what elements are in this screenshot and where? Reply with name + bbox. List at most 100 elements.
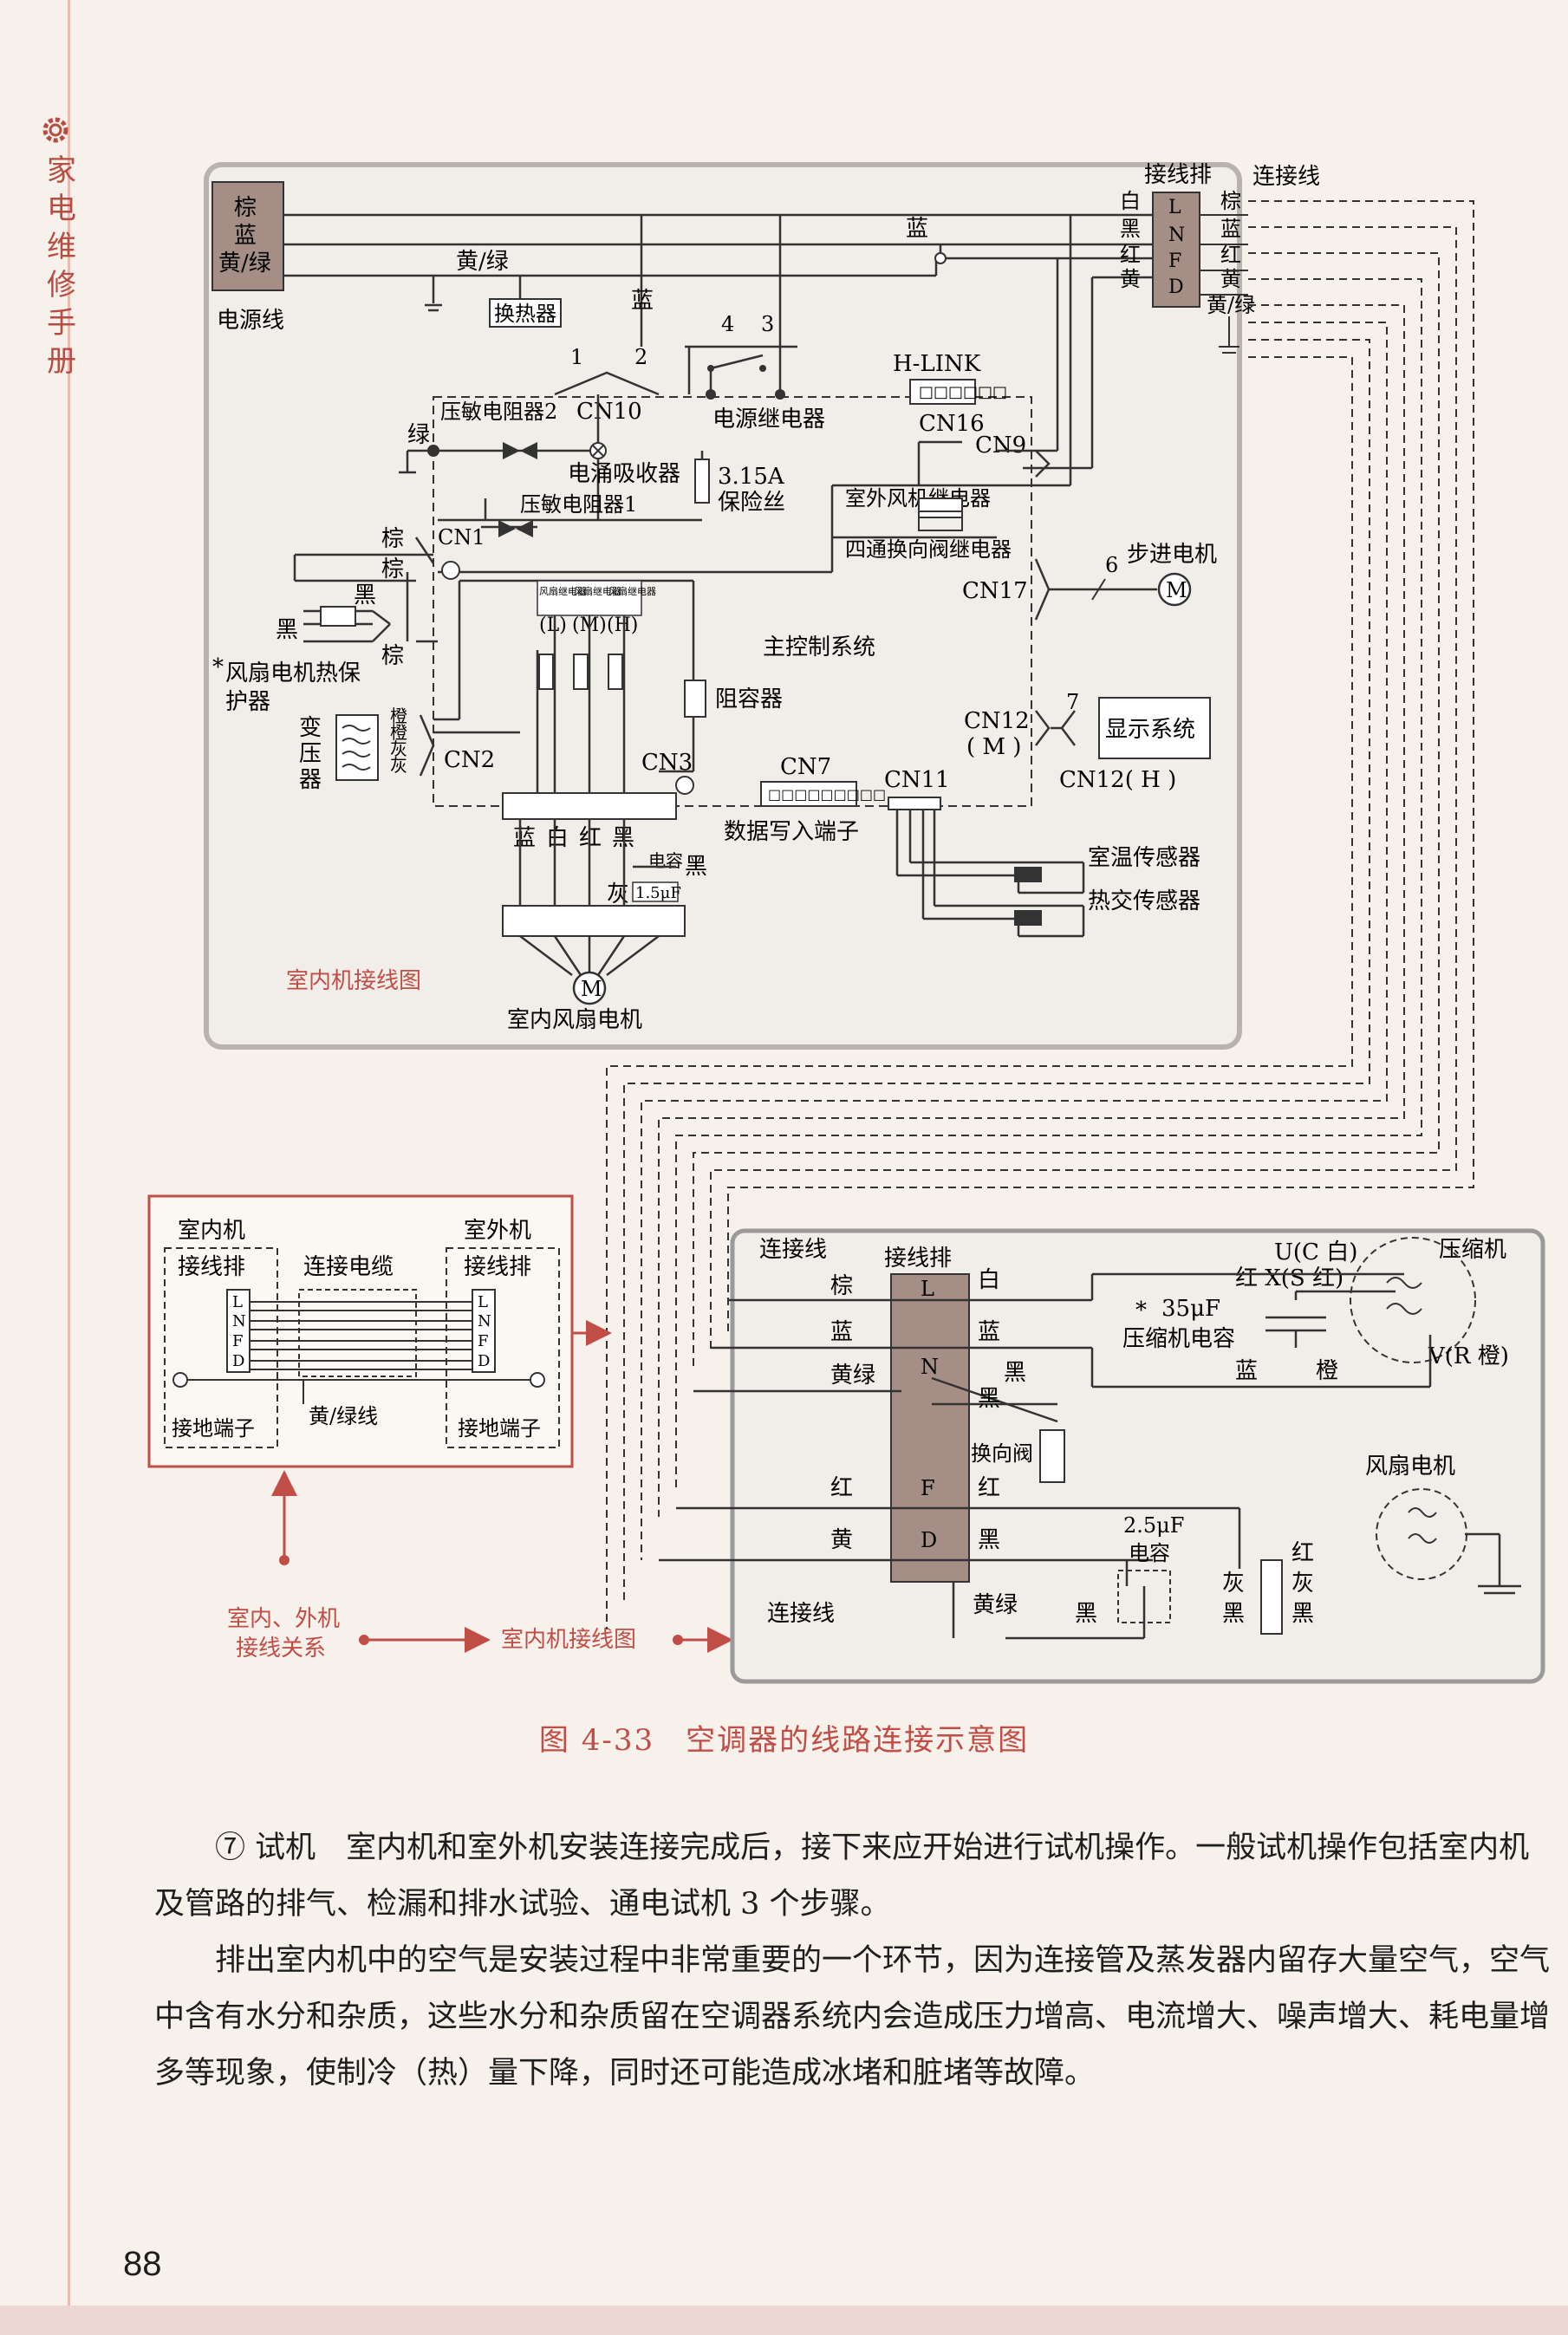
svg-text:CN3: CN3 — [641, 750, 693, 776]
svg-text:CN1: CN1 — [438, 525, 485, 550]
svg-text:D: D — [1168, 276, 1184, 298]
svg-text:N: N — [478, 1312, 491, 1330]
svg-text:F: F — [232, 1332, 244, 1350]
svg-text:电容: 电容 — [1129, 1541, 1170, 1565]
svg-text:黑: 黑 — [1075, 1601, 1097, 1627]
svg-text:黑: 黑 — [1120, 217, 1141, 241]
svg-text:黄绿: 黄绿 — [830, 1363, 875, 1389]
svg-text:接地端子: 接地端子 — [172, 1416, 255, 1441]
svg-text:白: 白 — [546, 825, 569, 851]
svg-text:黄/绿: 黄/绿 — [218, 250, 271, 276]
svg-text:35μF: 35μF — [1161, 1296, 1220, 1322]
svg-text:N: N — [1168, 224, 1185, 246]
svg-text:连接线: 连接线 — [1252, 164, 1320, 190]
svg-text:CN16: CN16 — [919, 411, 985, 437]
reversing-valve-coil — [1039, 1429, 1065, 1483]
svg-text:显示系统: 显示系统 — [1105, 717, 1195, 743]
svg-text:黑: 黑 — [1004, 1360, 1026, 1386]
svg-text:黄: 黄 — [1120, 267, 1141, 291]
svg-text:换向阀: 换向阀 — [971, 1441, 1033, 1466]
power-line-label: 电源线 — [217, 308, 284, 334]
svg-text:器: 器 — [299, 767, 322, 793]
svg-text:四通换向阀继电器: 四通换向阀继电器 — [845, 537, 1012, 562]
svg-text:蓝: 蓝 — [513, 825, 536, 851]
svg-text:灰: 灰 — [390, 738, 407, 759]
fan-connector-bottom — [502, 905, 686, 937]
svg-text:室内机接线图: 室内机接线图 — [501, 1627, 636, 1653]
svg-text:室温传感器: 室温传感器 — [1088, 845, 1200, 871]
svg-text:CN9: CN9 — [975, 433, 1026, 459]
svg-text:黄/绿: 黄/绿 — [456, 249, 509, 275]
svg-text:蓝: 蓝 — [1220, 217, 1241, 241]
svg-text:黄绿: 黄绿 — [973, 1592, 1018, 1618]
svg-text:棕: 棕 — [381, 526, 404, 552]
svg-text:3: 3 — [761, 312, 774, 336]
main-control-board — [433, 396, 1032, 807]
svg-text:灰: 灰 — [1222, 1571, 1245, 1597]
paragraph-1: ⑦ 试机 室内机和室外机安装连接完成后，接下来应开始进行试机操作。一般试机操作包… — [154, 1831, 1530, 1922]
heat-exchanger — [489, 298, 562, 328]
svg-text:护器: 护器 — [225, 689, 270, 715]
svg-text:接线排: 接线排 — [884, 1246, 952, 1272]
svg-text:室内机: 室内机 — [178, 1218, 245, 1244]
wiring-diagram: 室内机接线图 棕 蓝 黄/绿 电源线 黄/绿 换热器 — [147, 162, 1545, 1684]
svg-text:黑: 黑 — [978, 1386, 1000, 1412]
svg-text:红 X(S 红): 红 X(S 红) — [1235, 1265, 1344, 1291]
svg-text:H-LINK: H-LINK — [893, 351, 981, 377]
svg-text:变: 变 — [299, 715, 322, 741]
svg-text:CN12( H ): CN12( H ) — [1059, 767, 1176, 793]
svg-text:白: 白 — [978, 1267, 1000, 1293]
svg-text:接线排: 接线排 — [464, 1254, 531, 1280]
svg-text:接线关系: 接线关系 — [236, 1636, 326, 1662]
svg-text:L: L — [1168, 197, 1181, 218]
room-temp-sensor — [1014, 867, 1042, 882]
svg-text:换热器: 换热器 — [494, 302, 556, 326]
svg-text:主控制系统: 主控制系统 — [763, 634, 875, 660]
svg-text:电容: 电容 — [648, 850, 683, 871]
svg-text:白: 白 — [1120, 189, 1141, 213]
svg-text:L: L — [232, 1293, 243, 1311]
svg-text:电源继电器: 电源继电器 — [712, 407, 825, 433]
svg-text:橙: 橙 — [390, 706, 407, 726]
svg-text:6: 6 — [1105, 553, 1118, 577]
svg-text:CN2: CN2 — [444, 747, 495, 773]
svg-text:灰: 灰 — [1291, 1571, 1314, 1597]
svg-text:CN10: CN10 — [576, 399, 642, 425]
fan-connector-top — [502, 792, 677, 820]
svg-text:灰: 灰 — [390, 755, 407, 776]
svg-text:(H): (H) — [607, 615, 638, 636]
svg-text:棕: 棕 — [1220, 189, 1241, 213]
svg-text:F: F — [1168, 250, 1181, 272]
svg-text:7: 7 — [1066, 690, 1079, 714]
svg-text:□□□□□□: □□□□□□ — [919, 383, 1007, 401]
svg-text:黑: 黑 — [685, 854, 707, 880]
fuse — [694, 459, 710, 504]
margin-rule — [68, 0, 70, 2335]
svg-text:4: 4 — [721, 312, 734, 336]
stepper-motor — [1157, 572, 1192, 607]
svg-text:棕: 棕 — [234, 195, 257, 221]
connection-cables — [606, 200, 1474, 1629]
svg-text:CN11: CN11 — [884, 767, 950, 793]
svg-text:F: F — [478, 1332, 489, 1350]
compressor — [1350, 1237, 1476, 1363]
svg-text:CN7: CN7 — [780, 754, 831, 780]
fan-capacitor — [632, 881, 679, 902]
indoor-wiring-panel: 室内机接线图 棕 蓝 黄/绿 电源线 黄/绿 换热器 — [204, 162, 1320, 1050]
svg-text:红: 红 — [1120, 243, 1141, 267]
figure-caption: 图 4-33 空调器的线路连接示意图 — [538, 1723, 1030, 1758]
indoor-terminal-strip — [1152, 192, 1200, 308]
paragraph-2: 排出室内机中的空气是安装过程中非常重要的一个环节，因为连接管及蒸发器内留存大量空… — [154, 1943, 1551, 2091]
svg-text:热交传感器: 热交传感器 — [1088, 888, 1200, 914]
svg-text:电涌吸收器: 电涌吸收器 — [568, 461, 680, 487]
svg-text:保险丝: 保险丝 — [718, 490, 785, 516]
svg-text:室内风扇电机: 室内风扇电机 — [507, 1007, 642, 1033]
svg-text:接线排: 接线排 — [178, 1254, 245, 1280]
svg-text:数据写入端子: 数据写入端子 — [724, 819, 859, 845]
svg-text:N: N — [921, 1355, 939, 1379]
resistor — [684, 680, 706, 718]
svg-text:灰: 灰 — [607, 881, 629, 907]
cn7-connector — [760, 781, 857, 807]
indoor-panel-title: 室内机接线图 — [286, 968, 421, 994]
svg-text:风扇电机热保: 风扇电机热保 — [225, 660, 361, 686]
